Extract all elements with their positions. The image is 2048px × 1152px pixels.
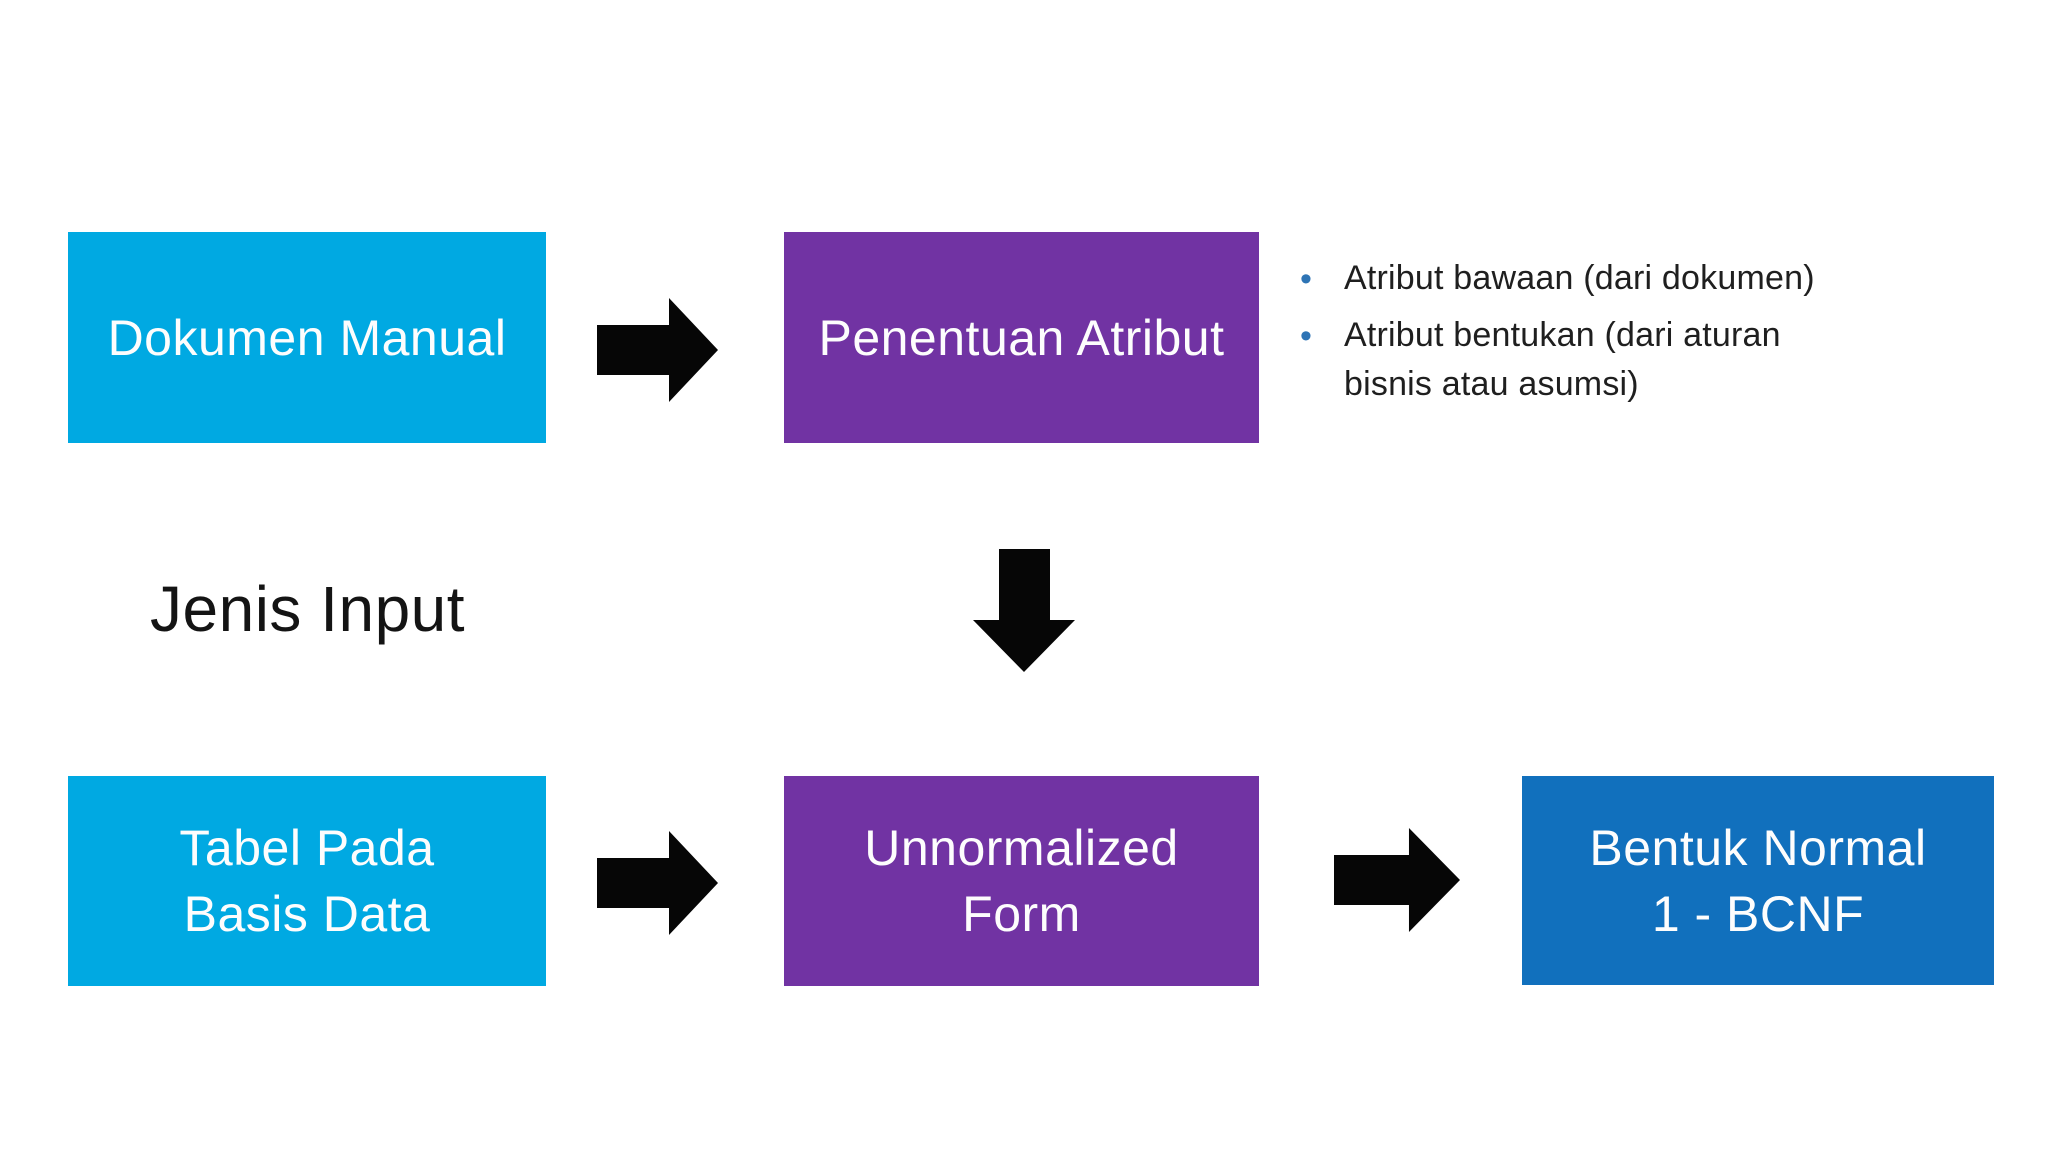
arrow-right-shape [597, 298, 718, 402]
annotation-text: Atribut bawaan (dari dokumen) [1344, 259, 1815, 297]
node-penentuan-atribut-label: Penentuan Atribut [818, 309, 1225, 366]
arrow-right-icon [597, 831, 718, 935]
arrow-down-shape [973, 549, 1075, 672]
list-item: • Atribut bentukan (dari aturan bisnis a… [1300, 311, 1880, 408]
row-label-jenis-input: Jenis Input [150, 573, 466, 645]
attribute-annotation-list: • Atribut bawaan (dari dokumen) • Atribu… [1300, 254, 1880, 408]
node-unnormalized-form-label: Unnormalized Form [864, 820, 1179, 942]
node-bentuk-normal-bcnf-label: Bentuk Normal 1 - BCNF [1589, 819, 1927, 942]
node-unnormalized-form: Unnormalized Form [784, 776, 1259, 986]
bullet-dot-icon: • [1300, 317, 1312, 356]
list-item: • Atribut bawaan (dari dokumen) [1300, 254, 1880, 303]
arrow-down-icon [973, 549, 1075, 672]
annotation-text: Atribut bentukan (dari aturan bisnis ata… [1344, 316, 1781, 403]
arrow-right-shape [1334, 828, 1460, 932]
node-bentuk-normal-bcnf: Bentuk Normal 1 - BCNF [1522, 776, 1994, 985]
arrow-right-icon [1334, 828, 1460, 932]
bullet-dot-icon: • [1300, 260, 1312, 298]
arrow-right-shape [597, 831, 718, 935]
node-penentuan-atribut: Penentuan Atribut [784, 232, 1259, 443]
node-dokumen-manual: Dokumen Manual [68, 232, 546, 443]
node-tabel-pada-basis-data: Tabel Pada Basis Data [68, 776, 546, 986]
node-tabel-pada-basis-data-label: Tabel Pada Basis Data [179, 820, 435, 942]
node-dokumen-manual-label: Dokumen Manual [107, 309, 507, 366]
arrow-right-icon [597, 298, 718, 402]
